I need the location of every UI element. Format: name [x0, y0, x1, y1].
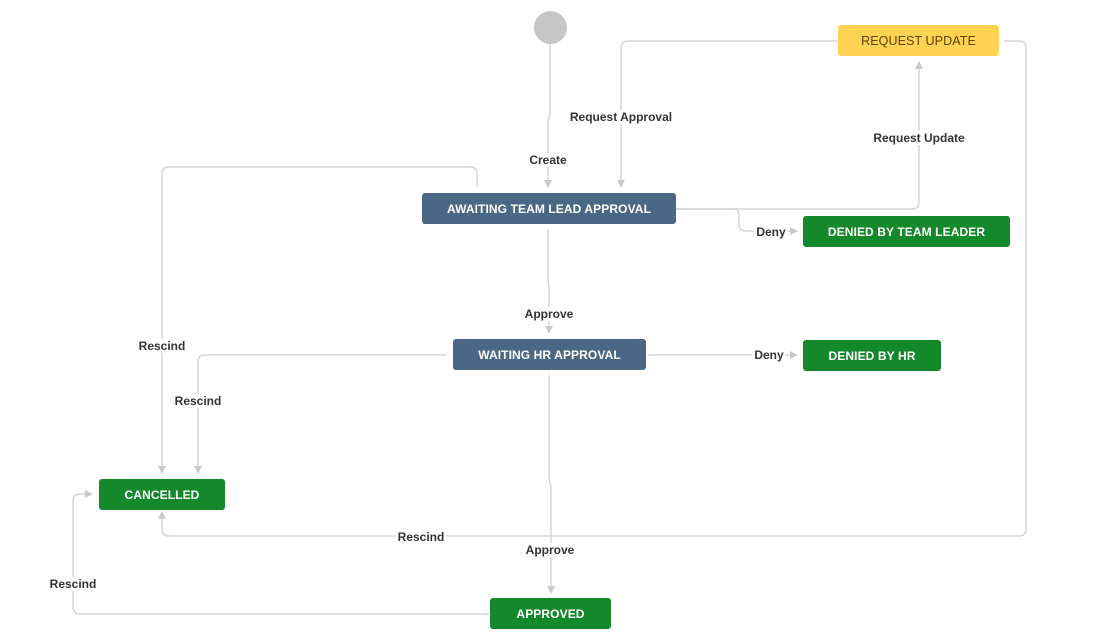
status-cancelled[interactable]: CANCELLED	[99, 479, 225, 510]
status-approved[interactable]: APPROVED	[490, 598, 611, 629]
request-update-connector[interactable]	[676, 61, 923, 210]
approve-team-lead-connector[interactable]	[545, 229, 553, 334]
rescind-request-update-connector[interactable]	[158, 40, 1027, 537]
status-awaiting-team-lead-approval[interactable]: AWAITING TEAM LEAD APPROVAL	[422, 193, 676, 224]
transition-request-update-label[interactable]: Request Update	[871, 131, 967, 145]
request-approval-connector[interactable]	[617, 40, 838, 188]
start-node[interactable]	[534, 11, 567, 44]
transition-rescind-hr-label[interactable]: Rescind	[172, 394, 224, 408]
status-waiting-hr-approval[interactable]: WAITING HR APPROVAL	[453, 339, 646, 370]
rescind-team-lead-connector[interactable]	[158, 166, 478, 474]
approve-hr-connector[interactable]	[547, 375, 555, 594]
transition-deny-team-lead-label[interactable]: Deny	[754, 225, 788, 239]
status-request-update[interactable]: REQUEST UPDATE	[838, 25, 999, 56]
rescind-approved-connector[interactable]	[72, 490, 489, 615]
status-denied-by-team-leader[interactable]: DENIED BY TEAM LEADER	[803, 216, 1010, 247]
transition-approve-hr-label[interactable]: Approve	[523, 543, 577, 557]
transition-rescind-approved-label[interactable]: Rescind	[47, 577, 99, 591]
status-denied-by-hr[interactable]: DENIED BY HR	[803, 340, 941, 371]
transition-approve-team-lead-label[interactable]: Approve	[522, 307, 576, 321]
deny-team-lead-connector[interactable]	[676, 208, 798, 235]
transition-deny-hr-label[interactable]: Deny	[752, 348, 786, 362]
transition-request-approval-label[interactable]: Request Approval	[567, 110, 675, 124]
transition-rescind-request-update-label[interactable]: Rescind	[395, 530, 447, 544]
rescind-hr-connector[interactable]	[194, 354, 447, 474]
transition-create-label[interactable]: Create	[527, 153, 569, 167]
create-connector[interactable]	[544, 44, 552, 188]
transition-rescind-team-lead-label[interactable]: Rescind	[136, 339, 188, 353]
